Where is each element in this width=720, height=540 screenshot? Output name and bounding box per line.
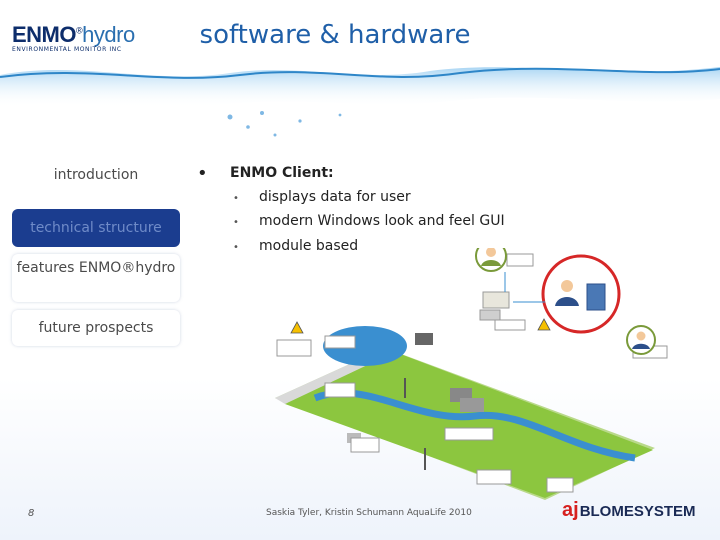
logo-subtitle: ENVIRONMENTAL MONITOR INC — [12, 46, 122, 53]
main-bullet: • — [197, 163, 208, 184]
nav-item-technical-structure[interactable]: technical structure — [12, 209, 180, 247]
sub-bullet-text: modern Windows look and feel GUI — [259, 213, 505, 229]
sub-bullet-item: • module based — [233, 238, 358, 254]
brand-aj: aj — [562, 499, 579, 521]
sub-bullet-text: displays data for user — [259, 189, 411, 205]
blomesystem-logo: ajBLOMESYSTEM — [562, 499, 696, 522]
logo-suffix-text: hydro — [82, 22, 135, 47]
sub-bullet-marker: • — [233, 242, 239, 253]
footer-credits: Saskia Tyler, Kristin Schumann AquaLife … — [266, 508, 472, 518]
sub-bullet-item: • modern Windows look and feel GUI — [233, 213, 505, 229]
nav-item-introduction[interactable]: introduction — [53, 167, 139, 183]
nav-item-future-prospects[interactable]: future prospects — [12, 310, 180, 346]
sub-bullet-text: module based — [259, 238, 359, 254]
system-architecture-illustration — [275, 248, 668, 500]
sub-bullet-marker: • — [233, 193, 239, 204]
client-heading: ENMO Client: — [230, 165, 334, 181]
slide-title: software & hardware — [199, 20, 471, 50]
enmo-hydro-logo: ENMO®hydro ENVIRONMENTAL MONITOR INC — [12, 22, 135, 53]
logo-reg-mark: ® — [76, 25, 83, 36]
sub-bullet-marker: • — [233, 217, 239, 228]
logo-wordmark: ENMO®hydro — [12, 22, 135, 48]
water-splash-decoration — [0, 67, 720, 137]
nav-item-features[interactable]: features ENMO®hydro — [12, 254, 180, 302]
page-number: 8 — [28, 508, 35, 519]
brand-name: BLOMESYSTEM — [579, 503, 696, 520]
logo-main-text: ENMO — [12, 22, 77, 47]
sub-bullet-item: • displays data for user — [233, 189, 411, 205]
